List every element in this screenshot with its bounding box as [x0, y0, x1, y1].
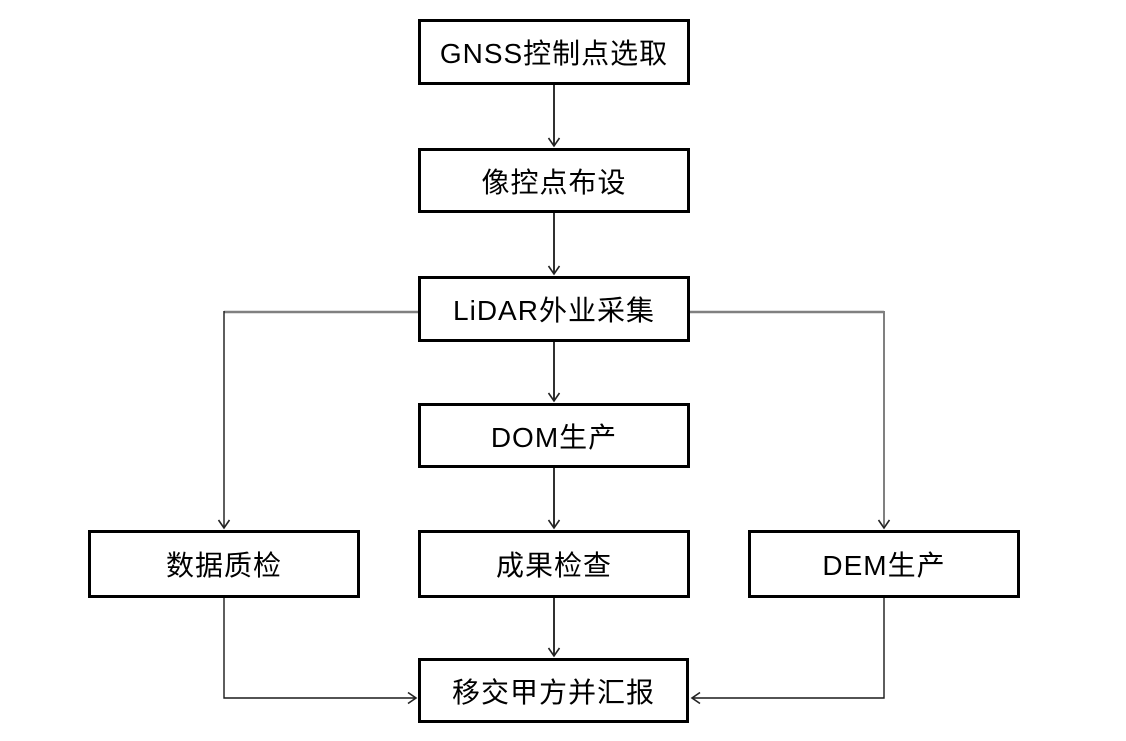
node-label: DEM生产 — [822, 550, 946, 581]
node-lidar-field-collection: LiDAR外业采集 — [418, 276, 690, 342]
node-photo-control-point-layout: 像控点布设 — [418, 148, 690, 213]
node-data-quality-check: 数据质检 — [88, 530, 360, 598]
node-dom-production: DOM生产 — [418, 403, 690, 468]
node-label: 像控点布设 — [481, 166, 627, 198]
node-label: 数据质检 — [165, 550, 282, 581]
node-label: LiDAR外业采集 — [453, 295, 655, 326]
node-gnss-control-point-selection: GNSS控制点选取 — [418, 19, 690, 85]
node-result-inspection: 成果检查 — [418, 530, 690, 598]
node-handover-and-report: 移交甲方并汇报 — [418, 658, 689, 723]
node-label: DOM生产 — [490, 421, 618, 453]
node-dem-production: DEM生产 — [748, 530, 1020, 598]
node-label: 移交甲方并汇报 — [451, 676, 655, 708]
node-label: GNSS控制点选取 — [439, 38, 669, 69]
edge-dem-to-handover — [690, 598, 885, 705]
node-label: 成果检查 — [495, 550, 612, 581]
edge-data-qc-to-handover — [223, 598, 418, 705]
